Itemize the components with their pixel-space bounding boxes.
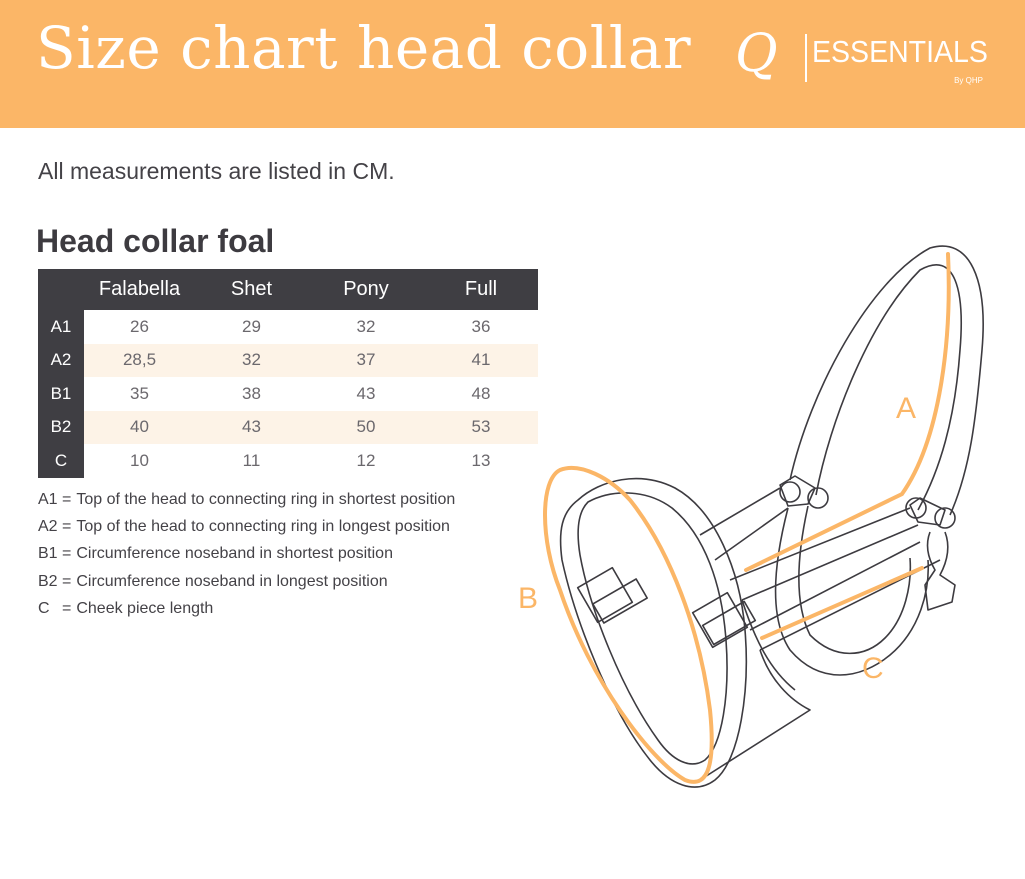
logo-mark: Q xyxy=(735,24,778,84)
label-c: C xyxy=(862,652,884,685)
legend-equals: = xyxy=(62,545,72,563)
table-row: A1 26 29 32 36 xyxy=(38,310,538,344)
measurement-legend: A1 = Top of the head to connecting ring … xyxy=(38,486,455,623)
head-collar-illustration-icon xyxy=(543,245,984,788)
logo-divider xyxy=(805,34,807,82)
legend-item: A1 = Top of the head to connecting ring … xyxy=(38,486,455,513)
legend-text: Top of the head to connecting ring in sh… xyxy=(76,490,456,508)
row-header: A2 xyxy=(38,343,84,377)
legend-equals: = xyxy=(62,490,72,508)
table-cell: 37 xyxy=(308,343,424,377)
table-cell: 10 xyxy=(130,450,149,470)
brand-logo: Q ESSENTIALS By QHP xyxy=(735,24,995,90)
column-header: Shet xyxy=(195,269,308,310)
table-corner xyxy=(38,269,84,310)
column-header: Pony xyxy=(308,269,424,310)
table-cell: 38 xyxy=(242,383,261,403)
label-a: A xyxy=(896,392,917,425)
table-cell: 50 xyxy=(308,410,424,444)
column-header: Full xyxy=(424,269,538,310)
legend-text: Circumference noseband in longest positi… xyxy=(76,572,388,590)
table-cell: 32 xyxy=(356,316,376,336)
legend-item: B1 = Circumference noseband in shortest … xyxy=(38,541,455,568)
legend-text: Circumference noseband in shortest posit… xyxy=(76,545,393,563)
table-row: B1 35 38 43 48 xyxy=(38,377,538,411)
legend-item: A2 = Top of the head to connecting ring … xyxy=(38,513,455,540)
head-collar-diagram: A B C xyxy=(500,240,1025,860)
column-header: Falabella xyxy=(84,269,195,310)
row-header: B1 xyxy=(38,377,84,411)
legend-text: Top of the head to connecting ring in lo… xyxy=(76,518,450,536)
table-cell: 12 xyxy=(356,450,376,470)
row-header: C xyxy=(38,444,84,478)
table-row: C 10 11 12 13 xyxy=(38,444,538,478)
header-banner: Size chart head collar Q ESSENTIALS By Q… xyxy=(0,0,1025,128)
legend-code: C xyxy=(38,600,50,618)
measurement-note: All measurements are listed in CM. xyxy=(38,158,395,184)
table-cell: 41 xyxy=(424,343,538,377)
table-cell: 53 xyxy=(424,410,538,444)
legend-equals: = xyxy=(62,600,72,618)
section-title: Head collar foal xyxy=(36,223,275,259)
legend-equals: = xyxy=(62,572,72,590)
legend-code: B1 xyxy=(38,545,58,563)
legend-code: A2 xyxy=(38,518,58,536)
table-cell: 32 xyxy=(195,343,308,377)
legend-item: C = Cheek piece length xyxy=(38,596,455,623)
table-cell: 35 xyxy=(130,383,149,403)
label-b: B xyxy=(518,582,539,615)
table-cell: 26 xyxy=(130,316,149,336)
table-cell: 48 xyxy=(471,383,491,403)
table-cell: 13 xyxy=(471,450,491,470)
table-cell: 11 xyxy=(242,450,261,470)
row-header: B2 xyxy=(38,410,84,444)
table-cell: 43 xyxy=(356,383,376,403)
legend-equals: = xyxy=(62,518,72,536)
row-header: A1 xyxy=(38,310,84,344)
legend-code: A1 xyxy=(38,490,58,508)
legend-code: B2 xyxy=(38,572,58,590)
table-cell: 36 xyxy=(471,316,491,336)
page-title: Size chart head collar xyxy=(36,14,692,82)
table-cell: 29 xyxy=(242,316,261,336)
table-cell: 40 xyxy=(84,410,195,444)
table-cell: 43 xyxy=(195,410,308,444)
table-row: A2 28,5 32 37 41 xyxy=(38,343,538,377)
size-table: Falabella Shet Pony Full A1 26 29 32 36 … xyxy=(38,269,538,478)
logo-wordmark: ESSENTIALS xyxy=(812,34,988,69)
legend-text: Cheek piece length xyxy=(76,600,214,618)
legend-item: B2 = Circumference noseband in longest p… xyxy=(38,568,455,595)
logo-subtitle: By QHP xyxy=(954,76,983,85)
table-header-row: Falabella Shet Pony Full xyxy=(38,269,538,310)
table-row: B2 40 43 50 53 xyxy=(38,410,538,444)
table-cell: 28,5 xyxy=(84,343,195,377)
